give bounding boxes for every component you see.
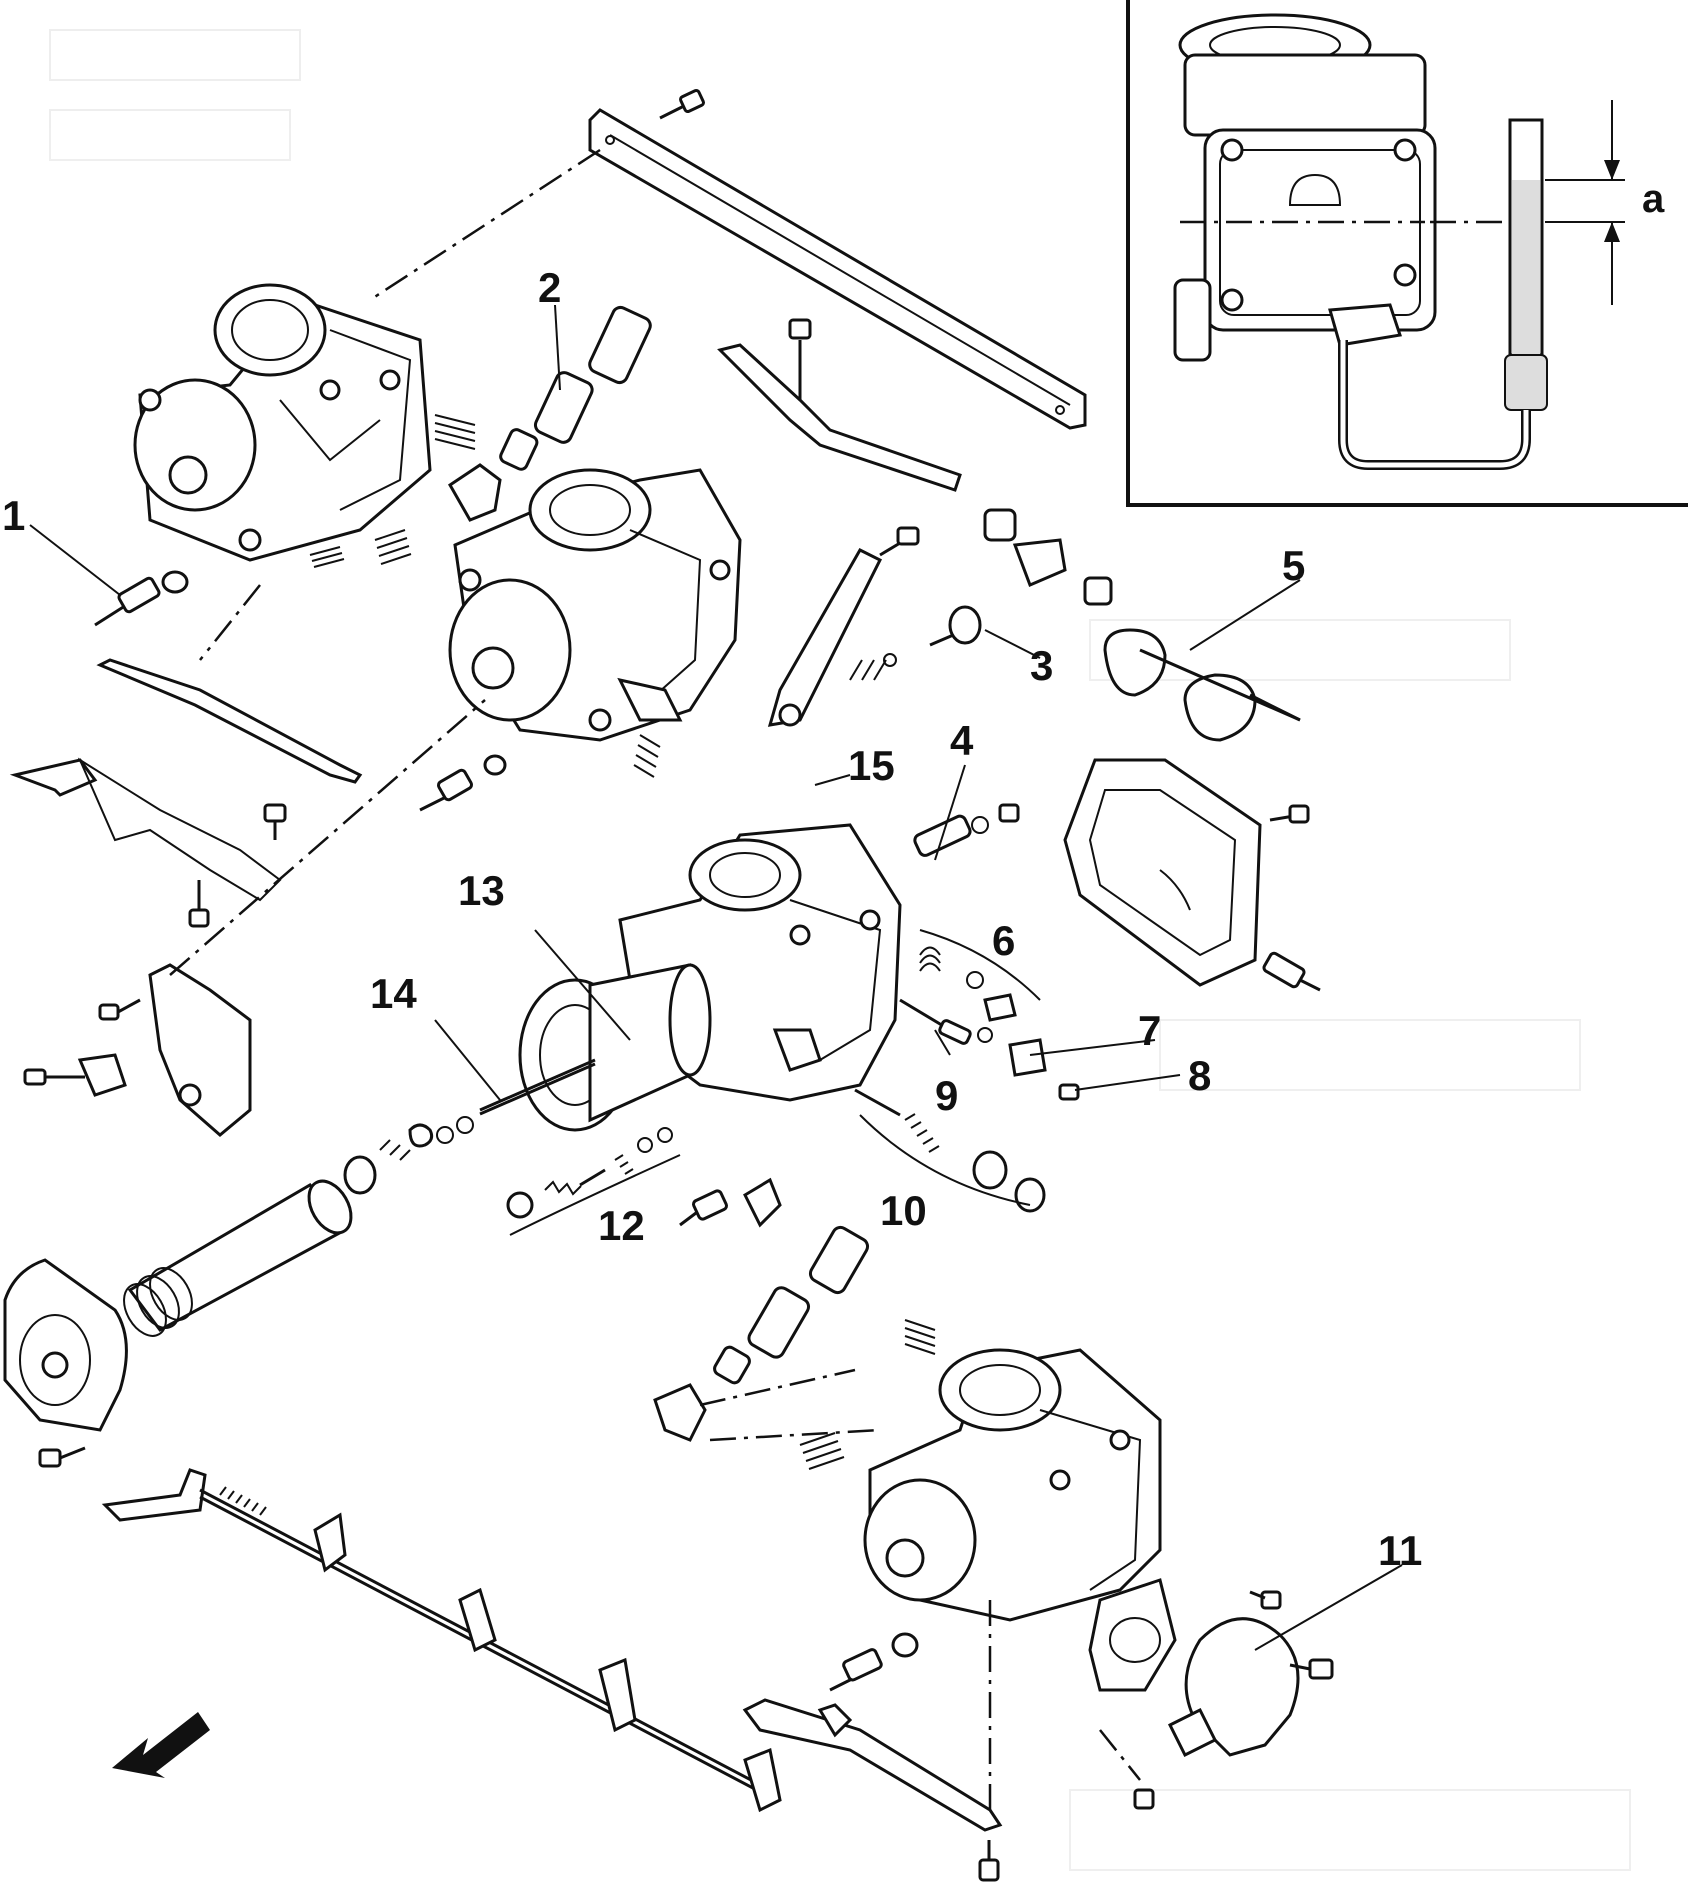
callout-8: 8 (1188, 1052, 1211, 1099)
slide-spring-tube (123, 1179, 353, 1337)
throttle-link-rod (101, 1468, 782, 1813)
carburetor-top-cover (3, 1258, 128, 1468)
spring-icon (904, 1319, 936, 1355)
callout-12: 12 (598, 1202, 645, 1249)
screw-icon (1133, 1788, 1155, 1810)
level-dimension-marker: a (1545, 100, 1665, 305)
spring-icon (309, 546, 345, 568)
screw-icon (188, 880, 210, 928)
spring-icon (123, 1267, 193, 1337)
inset-level-tube (1338, 118, 1548, 470)
main-jet-holder-4 (913, 803, 1020, 857)
pilot-screw-lower-right (829, 1632, 919, 1692)
screw-icon (1058, 1083, 1080, 1101)
carburetor-center (419, 468, 742, 812)
screw-icon (263, 803, 287, 840)
screw-icon (38, 1446, 86, 1468)
spring-icon (434, 414, 476, 450)
screw-icon (659, 89, 705, 120)
screw-icon (98, 998, 141, 1021)
vacuum-slide-diaphragm (479, 963, 712, 1132)
carburetor-lower-right (799, 1319, 1162, 1882)
jet-assembly-10 (854, 1088, 1046, 1213)
callout-7: 7 (1138, 1007, 1161, 1054)
callout-1: 1 (2, 492, 25, 539)
choke-plate-center (23, 699, 486, 1137)
spring-icon (633, 734, 661, 778)
callout-labels: 1 2 3 4 5 6 7 8 9 10 11 12 13 14 15 (2, 264, 1422, 1574)
callout-4: 4 (950, 717, 974, 764)
callout-14: 14 (370, 970, 417, 1017)
callout-3: 3 (1030, 642, 1053, 689)
spring-icon (799, 1432, 845, 1470)
choke-bracket-left (9, 584, 363, 928)
callout-6: 6 (992, 917, 1015, 964)
throttle-stop-screw (767, 526, 982, 727)
screw-icon (1289, 1658, 1334, 1680)
jet-assembly-6-9 (899, 929, 1080, 1101)
top-mounting-rail (369, 89, 1087, 430)
front-arrow-icon (112, 1712, 210, 1778)
pilot-screw-center (419, 754, 507, 812)
pilot-screw-lower (679, 1189, 729, 1227)
jet-assembly-12 (506, 1127, 782, 1236)
fuel-hose-set (448, 305, 1113, 606)
screw-icon (1269, 804, 1310, 824)
screw-icon (788, 318, 812, 400)
print-through-background (49, 29, 1631, 1871)
screw-icon (978, 1840, 1000, 1882)
callout-9: 9 (935, 1072, 958, 1119)
dimension-label-a: a (1642, 177, 1665, 221)
needle-parts-row (343, 1116, 474, 1195)
inset-carburetor (1173, 13, 1437, 362)
throttle-position-sensor (1088, 1578, 1334, 1810)
fuel-hose-set-lower (653, 1225, 881, 1442)
carburetor-upper-left (94, 283, 476, 627)
screw-icon (1262, 951, 1321, 992)
spring-icon (374, 529, 412, 565)
callout-2: 2 (538, 264, 561, 311)
float-assembly (1103, 628, 1301, 742)
screw-icon (23, 1068, 85, 1086)
callout-11: 11 (1378, 1527, 1422, 1574)
screw-icon (879, 526, 920, 557)
callout-leaders (29, 304, 1403, 1651)
callout-5: 5 (1282, 542, 1305, 589)
choke-link-upper (717, 318, 962, 492)
choke-bracket-lower (742, 1698, 1003, 1832)
float-level-inset: a (1126, 0, 1688, 507)
callout-13: 13 (458, 867, 505, 914)
pilot-screw-1 (94, 570, 189, 627)
callout-10: 10 (880, 1187, 927, 1234)
screw-icon (1249, 1590, 1282, 1610)
float-bowl (1063, 758, 1321, 992)
callout-15: 15 (848, 742, 895, 789)
